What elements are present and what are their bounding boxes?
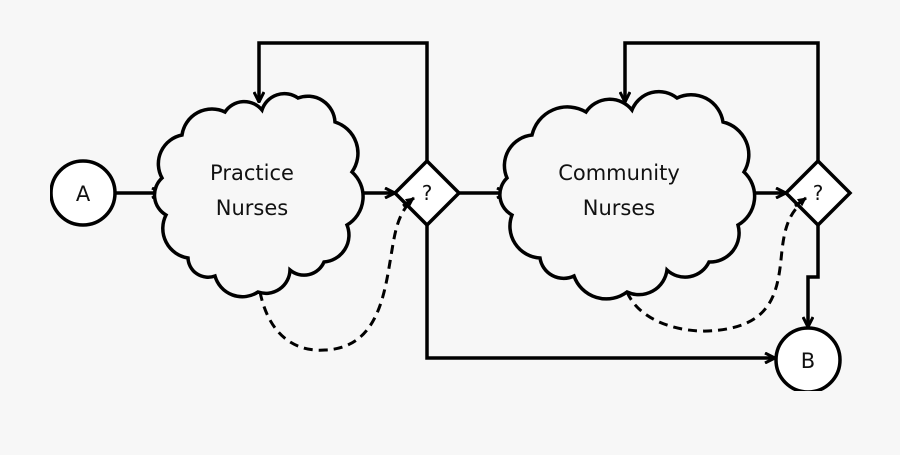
practice-label-line1: Practice	[210, 161, 294, 185]
arrow-decision1-to-b	[425, 225, 775, 358]
loop-back-arrow-practice	[259, 41, 429, 161]
start-node-a[interactable]	[49, 159, 117, 227]
edge-mask	[760, 391, 860, 421]
dashed-arrowhead-1	[402, 196, 415, 208]
decision-diamond-2[interactable]	[783, 158, 853, 228]
community-label-line2: Nurses	[583, 196, 655, 220]
community-nurses-cloud[interactable]	[498, 89, 757, 301]
end-label: B	[801, 349, 815, 373]
loop-back-arrow-community	[625, 41, 820, 161]
dashed-arrowhead-2	[794, 196, 807, 208]
practice-nurses-cloud[interactable]	[152, 91, 365, 299]
start-label: A	[76, 182, 91, 206]
decision1-label: ?	[422, 181, 433, 205]
arrow-decision2-to-b	[808, 225, 820, 327]
practice-label-line2: Nurses	[216, 196, 288, 220]
decision-diamond-1[interactable]	[392, 158, 462, 228]
community-label-line1: Community	[558, 161, 680, 185]
dashed-feedback-community	[625, 198, 806, 333]
decision2-label: ?	[813, 181, 824, 205]
edge-mask	[0, 150, 50, 240]
